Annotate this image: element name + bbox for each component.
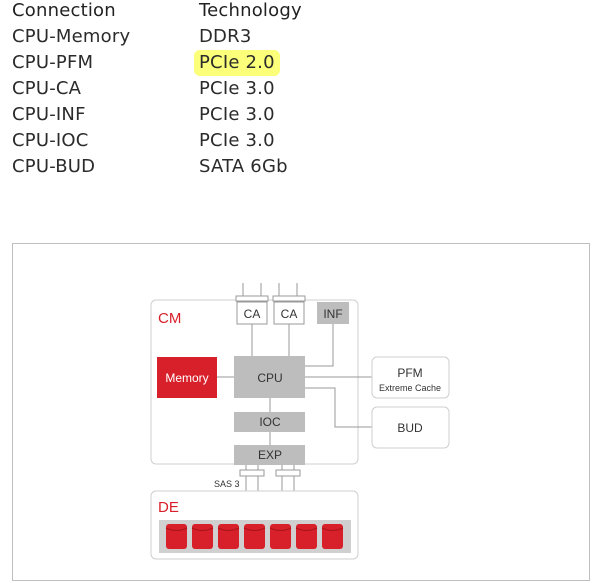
table-row: CPU-CA PCIe 3.0 [10,78,330,104]
row-connection: CPU-CA [12,78,82,99]
table-row: CPU-IOC PCIe 3.0 [10,130,330,156]
sas-label: SAS 3 [214,479,240,489]
row-connection: CPU-BUD [12,156,96,177]
memory-label: Memory [165,371,208,385]
bud-label: BUD [397,421,423,435]
de-label: DE [158,499,179,516]
cm-label: CM [158,310,181,327]
highlight-marker [194,50,280,76]
table-row: CPU-Memory DDR3 [10,26,330,52]
row-connection: CPU-INF [12,104,86,125]
row-technology: DDR3 [199,26,252,47]
pfm-box [371,356,450,399]
disk-icon [322,524,343,549]
row-connection: CPU-PFM [12,52,94,73]
row-connection: CPU-IOC [12,130,89,151]
row-technology: PCIe 3.0 [199,104,275,125]
pfm-label: PFM [397,366,422,380]
inf-label: INF [323,307,342,321]
memory-box [157,357,217,398]
table-header-row: Connection Technology [10,0,330,26]
header-technology: Technology [199,0,302,21]
disk-icon [244,524,265,549]
header-connection: Connection [12,0,116,21]
diagram-frame [12,243,590,581]
exp-box [234,445,305,465]
row-connection: CPU-Memory [12,26,131,47]
ca-label-1: CA [244,307,261,321]
disk-icon [296,524,317,549]
disk-icon [166,524,187,549]
row-technology: SATA 6Gb [199,156,288,177]
row-technology-highlighted: PCIe 2.0 [199,52,275,73]
row-technology: PCIe 3.0 [199,78,275,99]
disk-icon [192,524,213,549]
disk-icon [218,524,239,549]
row-technology: PCIe 3.0 [199,130,275,151]
table-row: CPU-PFM PCIe 2.0 [10,52,330,78]
ioc-box [234,412,305,432]
cpu-box [234,356,305,398]
cpu-label: CPU [257,371,282,385]
disk-icon [270,524,291,549]
bud-box [371,406,450,449]
ioc-label: IOC [259,415,281,429]
exp-label: EXP [258,448,282,462]
table-row: CPU-BUD SATA 6Gb [10,156,330,182]
inf-box [317,302,349,324]
table-row: CPU-INF PCIe 3.0 [10,104,330,130]
pfm-sublabel: Extreme Cache [379,383,441,393]
ca-label-2: CA [281,307,298,321]
